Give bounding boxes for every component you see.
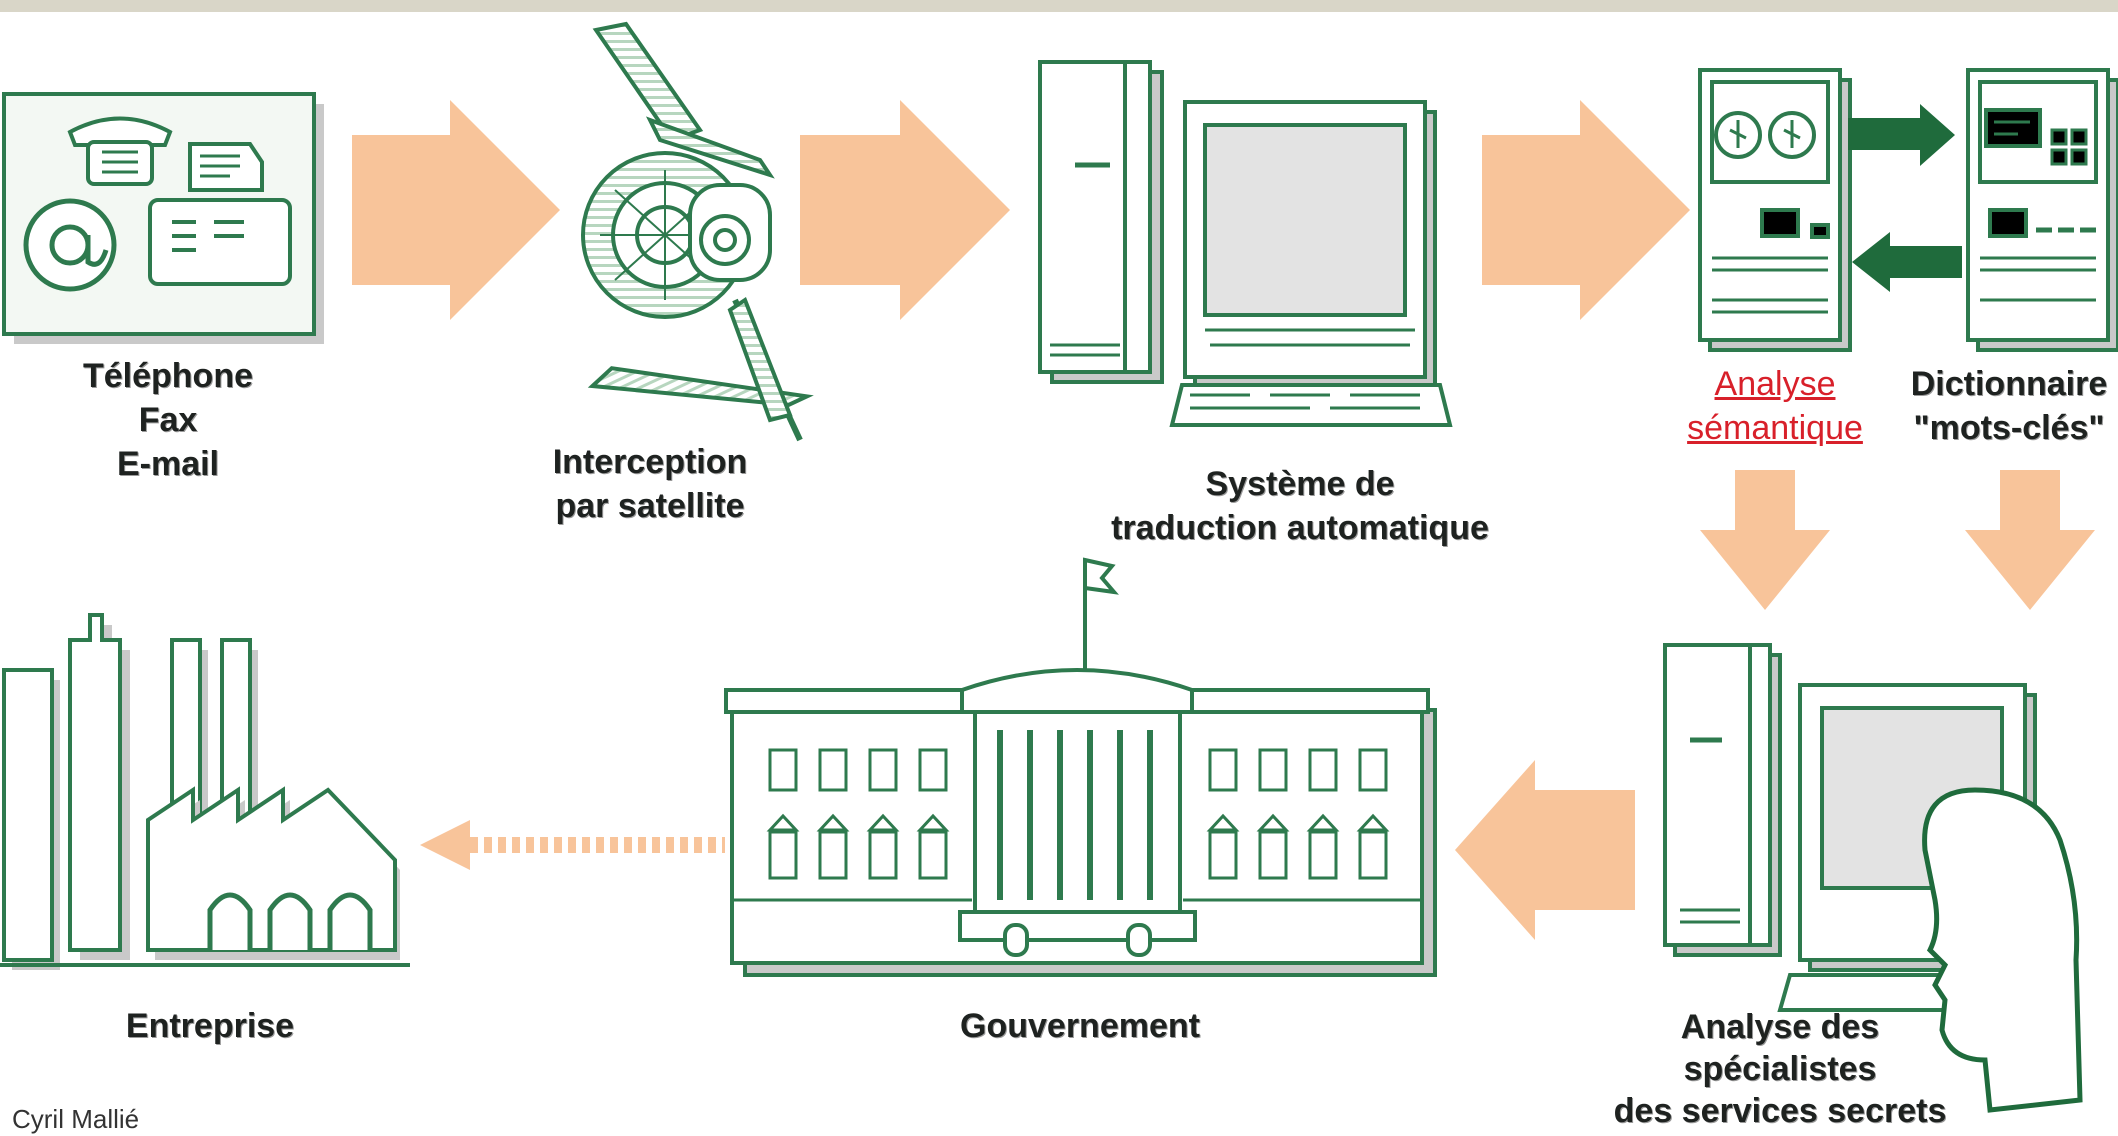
computer-icon	[1038, 60, 1453, 427]
government-label: Gouvernement	[960, 1007, 1200, 1045]
label-specialists-1: Analyse des	[1680, 1008, 1880, 1046]
down-arrows	[1700, 470, 2095, 610]
label-specialists-2: spécialistes	[1683, 1050, 1877, 1088]
dictionary-machine-icon	[1966, 68, 2118, 352]
fax-icon	[148, 142, 292, 286]
exchange-arrows	[1848, 104, 1962, 292]
top-rule	[0, 0, 2118, 12]
factory-icon	[0, 613, 410, 970]
sources-panel	[2, 92, 324, 344]
enterprise-label: Entreprise	[125, 1007, 295, 1045]
telephone-icon	[67, 116, 173, 186]
label-dictionary-2: "mots-clés"	[1913, 409, 2105, 447]
label-email: E-mail	[116, 445, 220, 483]
flow-arrow-3	[1482, 100, 1690, 320]
flow-arrow-2	[800, 100, 1010, 320]
translation-label: Système de traduction automatique	[1090, 462, 1510, 550]
label-translation-2: traduction automatique	[1111, 509, 1489, 547]
dotted-arrow	[420, 820, 725, 870]
flow-arrow-4	[1455, 760, 1635, 940]
tape-machine-icon	[1698, 68, 1852, 352]
interception-label: Interception par satellite	[520, 440, 780, 528]
flow-arrow-1	[352, 100, 560, 320]
sources-label: Téléphone Fax E-mail	[68, 354, 268, 486]
satellite-icon	[581, 21, 814, 442]
label-semantic-2: sémantique	[1687, 409, 1863, 447]
analyst-silhouette-icon	[1922, 787, 2083, 1113]
label-fax: Fax	[138, 401, 198, 439]
email-at-icon	[23, 198, 117, 292]
dictionary-label: Dictionnaire "mots-clés"	[1900, 362, 2118, 450]
label-translation-1: Système de	[1205, 465, 1395, 503]
specialists-label: Analyse des spécialistes des services se…	[1580, 1006, 1980, 1132]
label-semantic-1: Analyse	[1714, 365, 1836, 403]
label-telephone: Téléphone	[82, 357, 254, 395]
label-interception-2: par satellite	[555, 487, 745, 525]
semantic-analysis-link[interactable]: Analyse sémantique	[1655, 362, 1895, 450]
label-specialists-3: des services secrets	[1613, 1092, 1947, 1130]
credit-text: Cyril Mallié	[12, 1104, 140, 1134]
label-interception-1: Interception	[552, 443, 748, 481]
government-building-icon	[724, 557, 1437, 977]
label-dictionary-1: Dictionnaire	[1910, 365, 2108, 403]
